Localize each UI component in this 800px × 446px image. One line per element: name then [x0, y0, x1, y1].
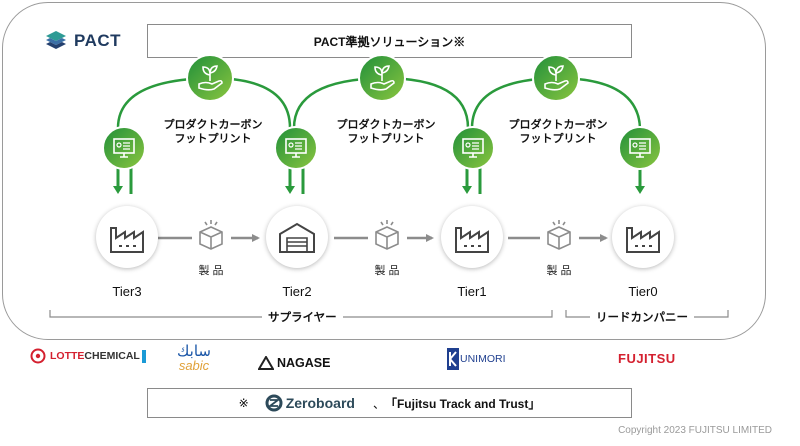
lotte-chemical-logo: LOTTE CHEMICAL [30, 348, 146, 364]
computer-icon [451, 126, 495, 170]
fujitsu-logo: FUJITSU [618, 351, 676, 366]
note-mark: ※ [238, 396, 249, 410]
nagase-text: NAGASE [277, 356, 331, 370]
product-box-icon [199, 220, 223, 250]
tier1-label: Tier1 [457, 284, 487, 299]
plant-hand-icon [532, 54, 580, 102]
warehouse-icon [279, 222, 315, 253]
lotte-emblem-icon [30, 348, 46, 364]
cfp-label-line1: プロダクトカーボン [508, 119, 608, 131]
tier0-node [612, 206, 674, 268]
plant-hand-icon [186, 54, 234, 102]
lotte-bar-icon [141, 349, 146, 363]
computer-icon [274, 126, 318, 170]
computer-icon [102, 126, 146, 170]
cfp-label-line1: プロダクトカーボン [163, 119, 263, 131]
note-separator: 、 [372, 396, 385, 411]
copyright: Copyright 2023 FUJITSU LIMITED [618, 425, 772, 436]
sabic-arabic: سابك [177, 342, 211, 360]
pact-layers-icon [46, 31, 66, 49]
cfp-label-line2: フットプリント [519, 133, 597, 145]
solution-title: PACT準拠ソリューション※ [313, 34, 466, 49]
tier3-node [96, 206, 158, 268]
pact-logo: PACT [44, 26, 139, 56]
cfp-label-line1: プロダクトカーボン [336, 119, 436, 131]
nagase-triangle-icon [258, 356, 274, 370]
solution-note-box: ※ Zeroboard 、 「Fujitsu Track and Trust」 [147, 388, 632, 418]
data-exchange-arrows [113, 168, 645, 194]
lotte-text: LOTTE [50, 350, 85, 362]
cfp-label-line2: フットプリント [347, 133, 425, 145]
tier0-label: Tier0 [628, 284, 658, 299]
plant-hand-icon [358, 54, 406, 102]
factory-icon [110, 227, 144, 253]
lead-company-label: リードカンパニー [590, 309, 694, 325]
supplier-label: サプライヤー [262, 309, 343, 325]
sabic-latin: sabic [178, 358, 210, 373]
tier1-node [441, 206, 503, 268]
pact-brand-name: PACT [74, 31, 122, 50]
product-label: 製 品 [546, 265, 572, 277]
nagase-logo: NAGASE [258, 356, 330, 370]
product-box-icon [547, 220, 571, 250]
tier2-label: Tier2 [282, 284, 312, 299]
fujitsu-track-name: 「Fujitsu Track and Trust」 [384, 396, 541, 411]
computer-icon [618, 126, 662, 170]
zeroboard-name: Zeroboard [285, 395, 355, 411]
chemical-text: CHEMICAL [84, 350, 140, 362]
unimori-text: UNIMORI [460, 353, 506, 365]
unimori-logo: UNIMORI [447, 348, 506, 370]
factory-icon [455, 227, 489, 253]
solution-title-box: PACT準拠ソリューション※ [147, 24, 632, 58]
product-label: 製 品 [374, 265, 400, 277]
tier3-label: Tier3 [112, 284, 142, 299]
cfp-label-line2: フットプリント [174, 133, 252, 145]
unimori-emblem-icon [447, 348, 459, 370]
pact-frame [2, 2, 766, 340]
cfp-label: プロダクトカーボン フットプリント [503, 118, 613, 146]
tier2-node [266, 206, 328, 268]
factory-icon [626, 227, 660, 253]
product-label: 製 品 [198, 265, 224, 277]
cfp-label: プロダクトカーボン フットプリント [158, 118, 268, 146]
cfp-label: プロダクトカーボン フットプリント [331, 118, 441, 146]
product-box-icon [375, 220, 399, 250]
zeroboard-logo-icon [265, 394, 283, 412]
sabic-logo: سابك sabic [168, 343, 220, 373]
